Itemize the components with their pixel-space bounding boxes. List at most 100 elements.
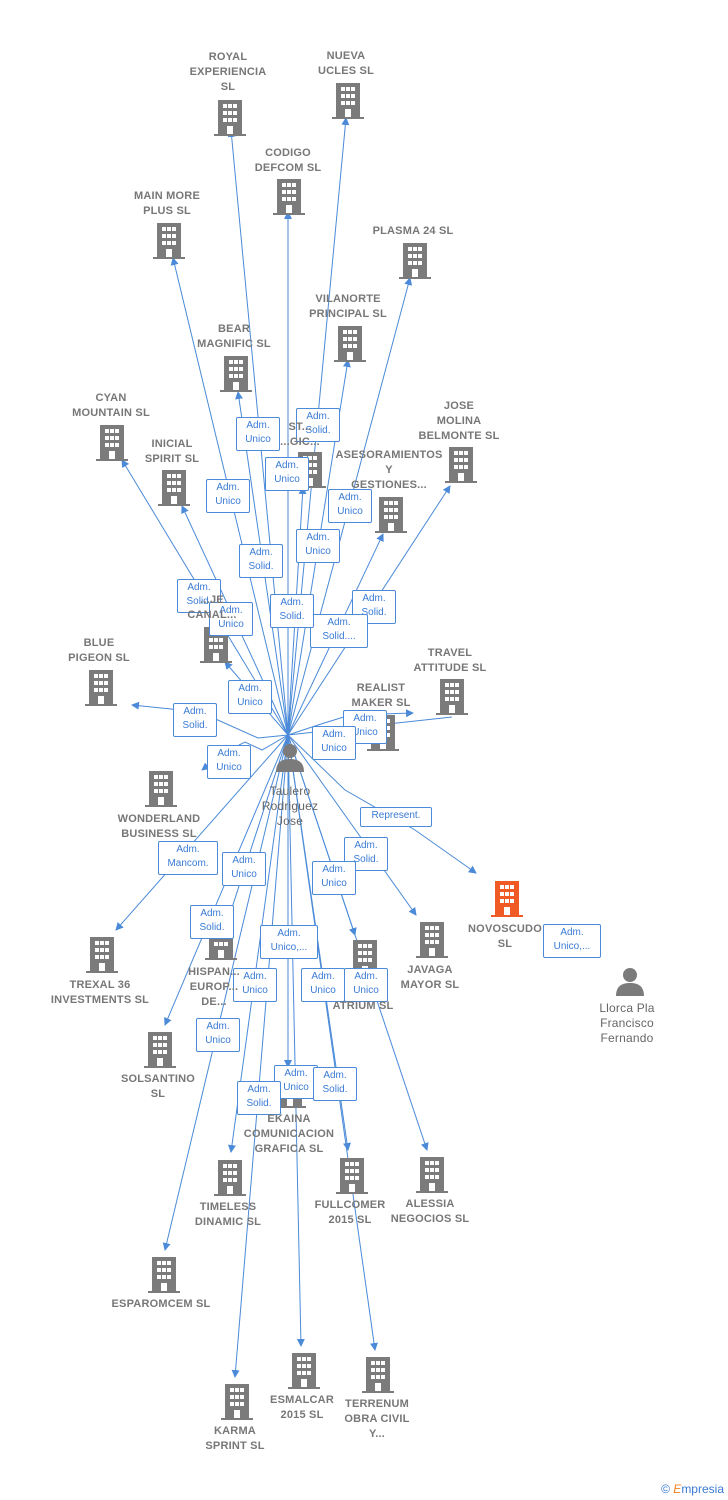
vilanorte-building-icon[interactable] [334, 326, 366, 362]
empresia-brand: © Empresia [661, 1482, 724, 1496]
edge-blue [131, 701, 289, 739]
inicial-building-icon[interactable] [158, 470, 190, 506]
role-badge-nueva[interactable]: Adm. Solid. [296, 408, 340, 442]
vilanorte-label[interactable]: VILANORTE PRINCIPAL SL [309, 293, 387, 320]
mainmore-building-icon[interactable] [153, 223, 185, 259]
copyright-symbol: © [661, 1482, 670, 1496]
role-badge-st[interactable]: Adm. Solid. [270, 594, 314, 628]
hispan-label[interactable]: HISPAN... EUROP... DE... [188, 966, 240, 1008]
edge-terrenum [287, 734, 378, 1351]
bear-building-icon[interactable] [220, 356, 252, 392]
role-badge-solsantino[interactable]: Adm. Unico [222, 852, 266, 886]
brand-logo-mark: E [673, 1482, 682, 1496]
codigo-building-icon[interactable] [273, 179, 305, 215]
role-badge-bear[interactable]: Adm. Solid. [239, 544, 283, 578]
role-badge-karma[interactable]: Adm. Solid. [237, 1081, 281, 1115]
role-badge-codigo[interactable]: Adm. Unico [265, 457, 309, 491]
alessia-label[interactable]: ALESSIA NEGOCIOS SL [390, 1198, 470, 1225]
hub-person-name[interactable]: Taulero Rodriguez Jose [261, 784, 319, 828]
nueva-building-icon[interactable] [332, 83, 364, 119]
role-badge-inicial[interactable]: Adm. Unico [209, 602, 253, 636]
asesoramientos-label[interactable]: ASESORAMIENTOS Y GESTIONES... [335, 449, 443, 491]
llorca-label[interactable]: Llorca Pla Francisco Fernando [599, 1001, 655, 1045]
role-badge-esparomcem[interactable]: Adm. Unico [196, 1018, 240, 1052]
role-badge-jose[interactable]: Adm. Solid. [352, 590, 396, 624]
wonderland-building-icon[interactable] [145, 771, 177, 807]
esparomcem-building-icon[interactable] [148, 1257, 180, 1293]
role-badge-hispan[interactable]: Adm. Solid. [190, 905, 234, 939]
timeless-label[interactable]: TIMELESS DINAMIC SL [194, 1201, 262, 1228]
karma-building-icon[interactable] [221, 1384, 253, 1420]
blue-building-icon[interactable] [85, 670, 117, 706]
travel-building-icon[interactable] [436, 679, 468, 715]
alessia-building-icon[interactable] [416, 1157, 448, 1193]
nueva-label[interactable]: NUEVA UCLES SL [318, 50, 374, 77]
llorca-person-icon[interactable] [616, 968, 644, 996]
bear-label[interactable]: BEAR MAGNIFIC SL [197, 323, 271, 350]
asesoramientos-building-icon[interactable] [375, 497, 407, 533]
royal-label[interactable]: ROYAL EXPERIENCIA SL [189, 51, 267, 93]
trexal-building-icon[interactable] [86, 937, 118, 973]
royal-building-icon[interactable] [214, 100, 246, 136]
brand-logo-text: mpresia [681, 1482, 724, 1496]
plasma-label[interactable]: PLASMA 24 SL [372, 225, 454, 237]
codigo-label[interactable]: CODIGO DEFCOM SL [254, 147, 322, 174]
role-badge-mainmore[interactable]: Adm. Unico [206, 479, 250, 513]
jose-building-icon[interactable] [445, 447, 477, 483]
solsantino-label[interactable]: SOLSANTINO SL [120, 1073, 196, 1100]
edge-trexal [115, 734, 289, 931]
role-badge-vilanorte[interactable]: Adm. Unico [296, 529, 340, 563]
role-badge-canal[interactable]: Adm. Unico [228, 680, 272, 714]
role-badge-terrenum[interactable]: Adm. Solid. [313, 1067, 357, 1101]
plasma-building-icon[interactable] [399, 243, 431, 279]
role-badge-esmalcar[interactable]: Adm. Unico [274, 1065, 318, 1099]
timeless-building-icon[interactable] [214, 1160, 246, 1196]
javaga-building-icon[interactable] [416, 922, 448, 958]
role-badge-plasma[interactable]: Adm. Unico [328, 489, 372, 523]
edge-esparomcem [162, 734, 289, 1251]
javaga-label[interactable]: JAVAGA MAYOR SL [400, 964, 460, 991]
role-badge-atrium[interactable]: Adm. Unico [312, 861, 356, 895]
role-badge-alessia[interactable]: Adm. Unico [344, 968, 388, 1002]
ekaina-label[interactable]: EKAINA COMUNICACION GRAFICA SL [243, 1113, 335, 1155]
karma-label[interactable]: KARMA SPRINT SL [205, 1425, 265, 1452]
role-badge-cyan[interactable]: Adm. Solid. [177, 579, 221, 613]
st-label[interactable]: ST... ...GIC... [280, 421, 320, 448]
atrium-label[interactable]: ATRIUM SL [332, 1000, 394, 1012]
jose-label[interactable]: JOSE MOLINA BELMONTE SL [418, 400, 500, 442]
role-badge-blue[interactable]: Adm. Solid. [173, 703, 217, 737]
role-badge-novoscudo[interactable]: Represent. [360, 807, 432, 827]
edge-esmalcar [287, 734, 305, 1347]
blue-label[interactable]: BLUE PIGEON SL [68, 637, 130, 664]
canal-label[interactable]: ...JE CANAL... [187, 594, 237, 621]
role-badge-royal[interactable]: Adm. Unico [236, 417, 280, 451]
cyan-label[interactable]: CYAN MOUNTAIN SL [72, 392, 150, 419]
terrenum-label[interactable]: TERRENUM OBRA CIVIL Y... [344, 1398, 410, 1440]
role-badge-realist[interactable]: Adm. Unico [312, 726, 356, 760]
role-badge-timeless[interactable]: Adm. Unico [233, 968, 277, 1002]
edge-javaga [287, 734, 417, 916]
esparomcem-label[interactable]: ESPAROMCEM SL [111, 1298, 211, 1310]
role-badge-trexal[interactable]: Adm. Mancom. [158, 841, 218, 875]
role-badge-wonderland[interactable]: Adm. Unico [207, 745, 251, 779]
role-badge-fullcomer[interactable]: Adm. Unico [301, 968, 345, 1002]
fullcomer-building-icon[interactable] [336, 1158, 368, 1194]
role-badge-llorca[interactable]: Adm. Unico,... [543, 924, 601, 958]
esmalcar-label[interactable]: ESMALCAR 2015 SL [270, 1394, 334, 1421]
trexal-label[interactable]: TREXAL 36 INVESTMENTS SL [50, 979, 150, 1006]
inicial-label[interactable]: INICIAL SPIRIT SL [144, 438, 200, 465]
role-badge-ekaina[interactable]: Adm. Unico,... [260, 925, 318, 959]
terrenum-building-icon[interactable] [362, 1357, 394, 1393]
travel-label[interactable]: TRAVEL ATTITUDE SL [413, 647, 487, 674]
cyan-building-icon[interactable] [96, 425, 128, 461]
novoscudo-building-icon[interactable] [491, 881, 523, 917]
esmalcar-building-icon[interactable] [288, 1353, 320, 1389]
wonderland-label[interactable]: WONDERLAND BUSINESS SL [117, 813, 201, 840]
role-badge-asesoramientos[interactable]: Adm. Solid.... [310, 614, 368, 648]
solsantino-building-icon[interactable] [144, 1032, 176, 1068]
fullcomer-label[interactable]: FULLCOMER 2015 SL [314, 1199, 386, 1226]
novoscudo-label[interactable]: NOVOSCUDO SL [468, 923, 542, 950]
mainmore-label[interactable]: MAIN MORE PLUS SL [134, 190, 200, 217]
realist-label[interactable]: REALIST MAKER SL [351, 682, 411, 709]
